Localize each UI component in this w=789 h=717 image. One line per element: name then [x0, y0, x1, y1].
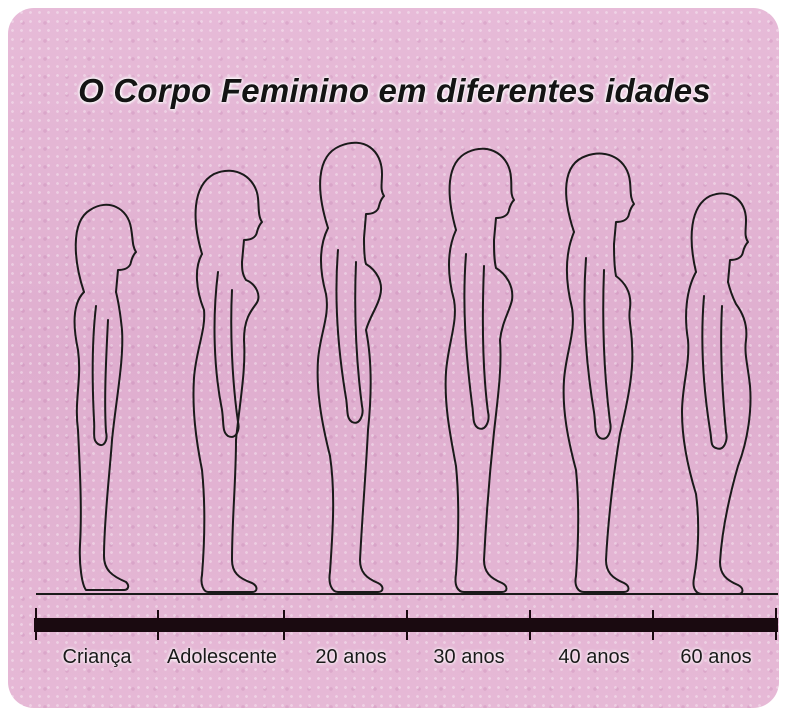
stage-label-60-anos: 60 anos [680, 646, 752, 668]
timeline-ticks [35, 608, 777, 640]
stage-label-adolescente: Adolescente [166, 646, 278, 668]
figure-40-anos [562, 152, 635, 593]
figure-adolescent [192, 169, 263, 593]
stage-label-crianca: Criança [62, 646, 132, 668]
figure-child [73, 203, 137, 591]
stage-label-30-anos: 30 anos [433, 646, 505, 668]
figure-60-anos [681, 192, 752, 595]
diagram-background [8, 8, 779, 708]
figure-30-anos [444, 147, 515, 593]
figure-20-anos [316, 141, 385, 593]
stage-label-20-anos: 20 anos [315, 646, 387, 668]
stage-label-40-anos: 40 anos [558, 646, 630, 668]
diagram-title: O Corpo Feminino em diferentes idades [78, 72, 711, 109]
